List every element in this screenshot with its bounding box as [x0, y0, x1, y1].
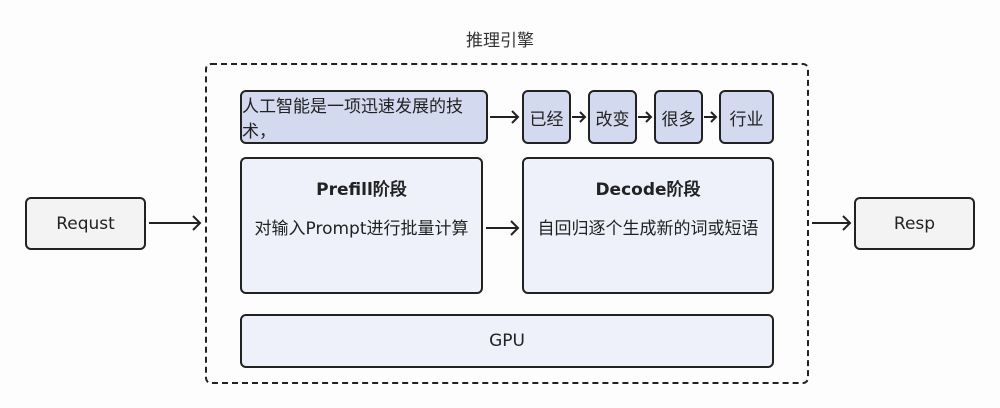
token-to-token-arrow: [704, 111, 718, 123]
prefill-stage-box: Prefill阶段 对输入Prompt进行批量计算: [240, 157, 483, 294]
token-text: 已经: [529, 109, 564, 130]
input-sentence-text: 人工智能是一项迅速发展的技术，: [242, 97, 463, 142]
token-box: 改变: [588, 90, 637, 144]
prefill-title: Prefill阶段: [316, 180, 407, 200]
token-box: 很多: [654, 90, 703, 144]
gpu-box: GPU: [240, 314, 774, 368]
sentence-to-token-arrow: [490, 110, 520, 124]
request-node: Requst: [25, 197, 146, 250]
request-label: Requst: [56, 213, 115, 234]
token-to-token-arrow: [572, 111, 587, 123]
decode-description: 自回归逐个生成新的词或短语: [537, 219, 759, 239]
request-to-engine-arrow: [149, 215, 202, 231]
response-label: Resp: [893, 213, 936, 234]
token-to-token-arrow: [638, 111, 653, 123]
token-text: 很多: [661, 109, 696, 130]
token-box: 已经: [522, 90, 571, 144]
token-box: 行业: [719, 90, 774, 144]
engine-to-response-arrow: [812, 215, 852, 231]
input-sentence-box: 人工智能是一项迅速发展的技术，: [240, 90, 488, 144]
response-node: Resp: [854, 197, 975, 250]
prefill-description: 对输入Prompt进行批量计算: [254, 219, 469, 239]
prefill-to-decode-arrow: [486, 220, 520, 236]
token-text: 行业: [729, 109, 764, 130]
decode-stage-box: Decode阶段 自回归逐个生成新的词或短语: [522, 157, 774, 294]
decode-title: Decode阶段: [595, 180, 701, 200]
engine-title: 推理引擎: [466, 31, 534, 51]
inference-engine-container: [205, 63, 809, 384]
token-text: 改变: [595, 109, 630, 130]
gpu-label: GPU: [489, 331, 525, 351]
